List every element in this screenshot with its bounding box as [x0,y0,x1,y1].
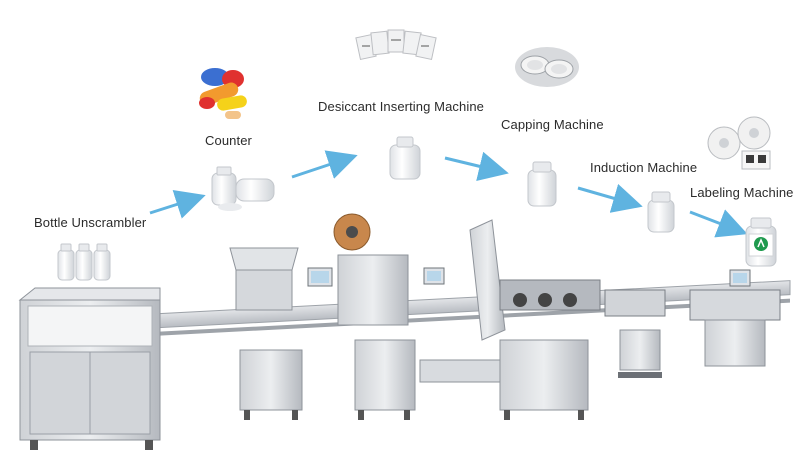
flow-arrows [149,150,748,238]
label-rolls-icon [707,116,771,170]
label-bottle-unscrambler: Bottle Unscrambler [34,215,147,230]
machine-counter [229,247,333,420]
machine-induction-sealer [604,289,666,378]
sealed-bottle-icon [647,191,675,233]
arrow-desiccant-to-capping [444,151,509,181]
machine-capping [499,279,601,420]
arrow-unscrambler-to-counter [149,190,206,219]
capped-bottle-icon [527,161,557,207]
machine-desiccant-inserter [333,213,445,420]
empty-bottles-icon [57,243,111,281]
desiccant-bottle-icon [389,136,421,180]
pills-icon [199,68,247,119]
machine-bottle-unscrambler [18,287,161,450]
machine-labeler [689,269,781,367]
label-capping-machine: Capping Machine [501,117,604,132]
cap-elevator [419,219,506,383]
bottle-caps-icon [515,47,579,87]
desiccant-packets-icon [355,29,437,61]
arrow-capping-to-induction [577,183,643,213]
arrow-induction-to-labeling [689,209,748,238]
label-counter: Counter [205,133,252,148]
label-labeling-machine: Labeling Machine [690,185,794,200]
arrow-counter-to-desiccant [291,150,358,179]
counted-bottles-icon [211,166,275,211]
label-desiccant-inserting-machine: Desiccant Inserting Machine [318,99,484,114]
labeled-bottle-icon [745,217,777,267]
label-induction-machine: Induction Machine [590,160,698,175]
production-line-machines [18,213,791,450]
